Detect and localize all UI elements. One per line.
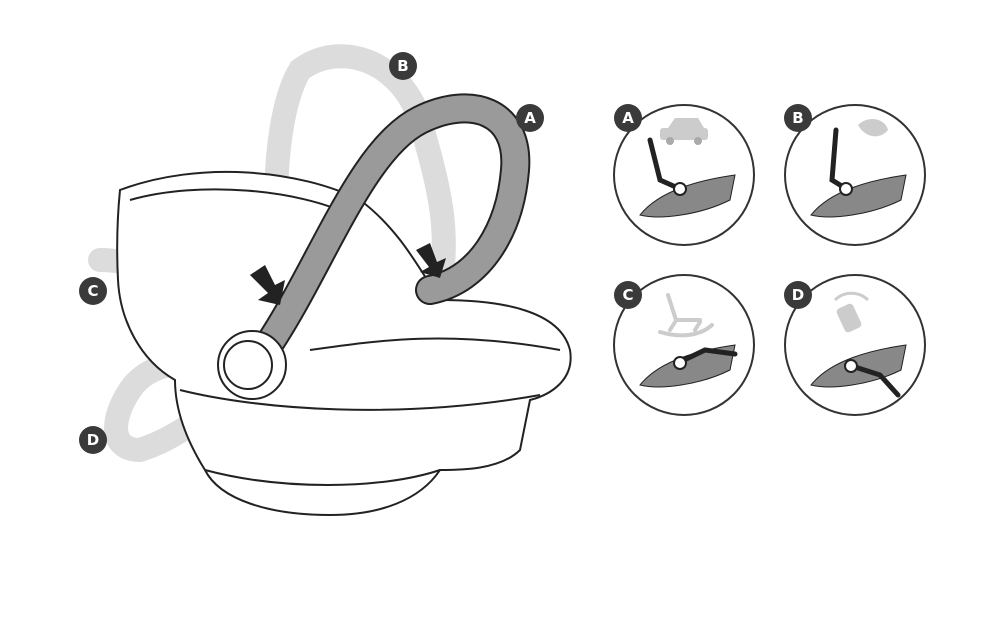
panel-a: A — [613, 104, 755, 246]
svg-text:A: A — [622, 109, 634, 127]
hand-carry-icon — [858, 118, 888, 137]
svg-text:C: C — [622, 286, 633, 304]
marker-a: A — [516, 104, 544, 132]
car-seat-shell — [116, 170, 572, 517]
svg-text:D: D — [87, 431, 99, 449]
rocking-chair-icon — [658, 293, 714, 338]
marker-b: B — [389, 52, 417, 80]
release-arrow-icon — [416, 243, 446, 278]
panel-b: B — [784, 104, 926, 246]
feeding-bottle-icon — [833, 291, 870, 333]
svg-text:A: A — [524, 109, 536, 127]
svg-text:B: B — [792, 109, 803, 127]
panel-c: C — [613, 274, 755, 416]
svg-text:B: B — [397, 57, 408, 75]
svg-text:D: D — [792, 286, 804, 304]
release-arrow-icon — [250, 265, 285, 305]
marker-d: D — [79, 426, 107, 454]
car-icon — [660, 118, 708, 145]
panel-d: D — [784, 274, 926, 416]
svg-text:C: C — [87, 282, 98, 300]
handle-pivot — [217, 330, 287, 400]
handle-position-a — [250, 93, 531, 365]
marker-c: C — [79, 277, 107, 305]
